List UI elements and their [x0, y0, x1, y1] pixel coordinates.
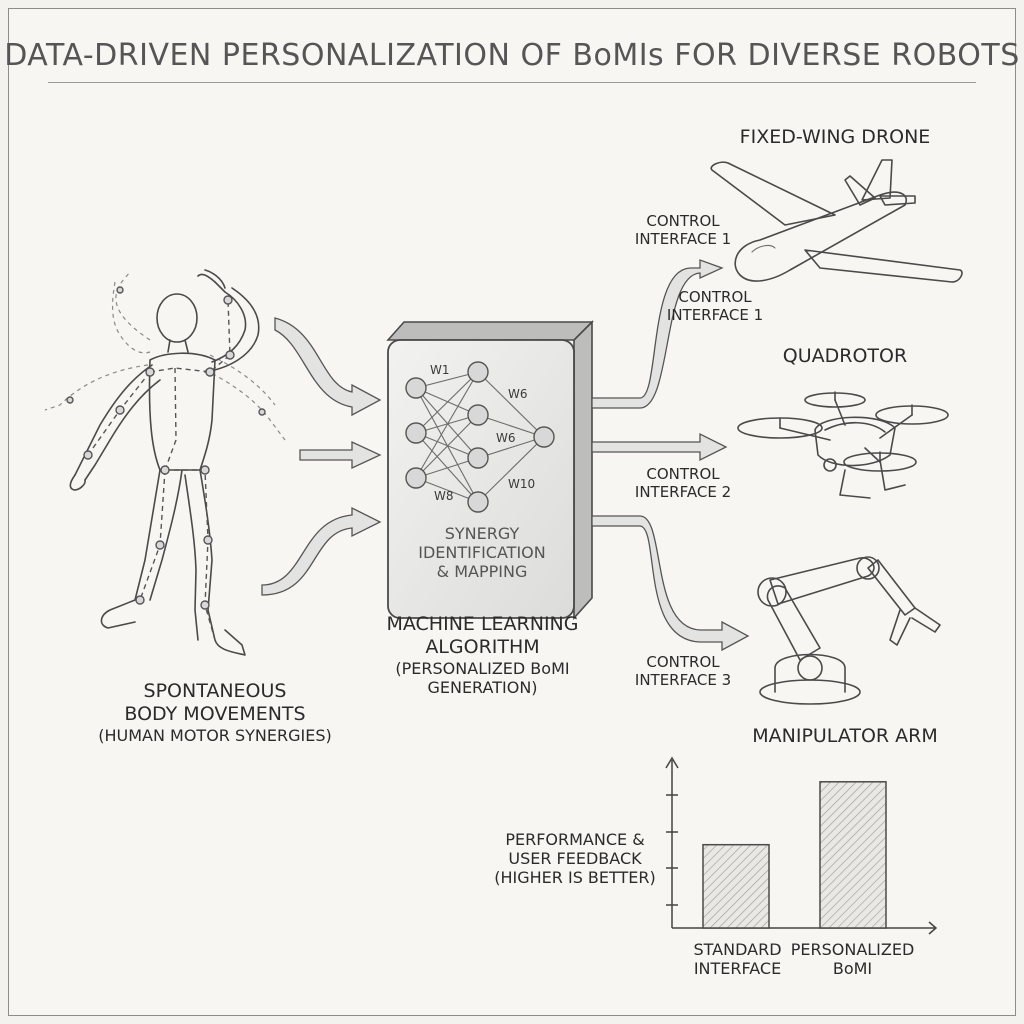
- chart-category-standard-line1: STANDARD: [693, 940, 782, 959]
- chart-y-label-line2: USER FEEDBACK: [508, 849, 642, 869]
- manipulator-arm-label: MANIPULATOR ARM: [752, 725, 938, 747]
- ml-caption-line1: MACHINE LEARNING: [386, 613, 579, 635]
- chart-x-axis-arrow: [928, 921, 938, 935]
- chart-category-personalized-line1: PERSONALIZED: [790, 940, 915, 959]
- quadrotor-illustration: [737, 391, 949, 499]
- input-arrows: [261, 317, 382, 596]
- diagram-title: DATA-DRIVEN PERSONALIZATION OF BoMIs FOR…: [4, 38, 1020, 73]
- ml-box-inner-line3: & MAPPING: [436, 562, 528, 582]
- ml-caption-line3: (PERSONALIZED BoMI: [395, 658, 570, 678]
- chart-y-label-line1: PERFORMANCE &: [505, 830, 645, 849]
- ml-box: W1 W6 W6 W8 W10: [386, 320, 594, 621]
- control-interface-1b-label: CONTROL INTERFACE 1: [650, 288, 780, 324]
- fixed-wing-drone-illustration: [710, 159, 963, 283]
- ml-box-inner-label: SYNERGY IDENTIFICATION & MAPPING: [392, 524, 572, 582]
- chart-y-label-line3: (HIGHER IS BETTER): [494, 868, 656, 888]
- control-interface-1-label: CONTROL INTERFACE 1: [618, 212, 748, 248]
- neural-network: W1 W6 W6 W8 W10: [405, 361, 555, 513]
- drone-label: FIXED-WING DRONE: [739, 126, 931, 148]
- chart-bar-standard-interface: [702, 843, 770, 929]
- ci1-line2: INTERFACE 1: [634, 230, 732, 248]
- control-interface-2-label: CONTROL INTERFACE 2: [618, 465, 748, 501]
- chart-bar-personalized-bomi: [819, 781, 887, 929]
- human-label-line1: SPONTANEOUS: [143, 680, 287, 702]
- weight-label-w8: W8: [434, 489, 454, 503]
- quadrotor-label: QUADROTOR: [782, 345, 908, 367]
- chart-y-axis-arrow: [665, 756, 679, 769]
- manipulator-arm-illustration: [757, 556, 941, 705]
- chart-bars: [702, 781, 887, 929]
- ml-caption: MACHINE LEARNING ALGORITHM (PERSONALIZED…: [360, 613, 605, 697]
- output-arrows: [591, 259, 750, 652]
- human-figure: [44, 269, 286, 656]
- ml-box-inner-line1: SYNERGY: [444, 524, 520, 543]
- title-underline: [48, 82, 976, 83]
- ci2-line1: CONTROL: [646, 465, 720, 483]
- ci1b-line2: INTERFACE 1: [666, 306, 764, 324]
- ci2-line2: INTERFACE 2: [634, 483, 732, 501]
- human-label-line3: (HUMAN MOTOR SYNERGIES): [98, 725, 332, 745]
- ci1-line1: CONTROL: [646, 212, 720, 230]
- control-interface-3-label: CONTROL INTERFACE 3: [618, 653, 748, 689]
- ci3-line1: CONTROL: [646, 653, 720, 671]
- ci3-line2: INTERFACE 3: [634, 671, 732, 689]
- human-label-line2: BODY MOVEMENTS: [124, 702, 306, 725]
- chart-category-personalized-line2: BoMI: [832, 959, 873, 979]
- chart-category-standard: STANDARD INTERFACE: [680, 940, 795, 978]
- human-label: SPONTANEOUS BODY MOVEMENTS (HUMAN MOTOR …: [60, 680, 370, 745]
- chart-y-label: PERFORMANCE & USER FEEDBACK (HIGHER IS B…: [490, 830, 660, 888]
- ml-caption-line2: ALGORITHM: [425, 635, 540, 658]
- ml-caption-line4: GENERATION): [427, 677, 538, 697]
- weight-label-w6a: W6: [508, 387, 528, 401]
- ml-box-inner-line2: IDENTIFICATION: [418, 543, 546, 563]
- chart-category-standard-line2: INTERFACE: [693, 959, 782, 979]
- performance-chart: [665, 756, 938, 935]
- weight-label-w1: W1: [430, 363, 450, 377]
- chart-y-ticks: [666, 794, 678, 906]
- chart-category-personalized: PERSONALIZED BoMI: [790, 940, 915, 978]
- weight-label-w6b: W6: [496, 431, 516, 445]
- weight-label-w10: W10: [508, 477, 535, 491]
- ci1b-line1: CONTROL: [678, 288, 752, 306]
